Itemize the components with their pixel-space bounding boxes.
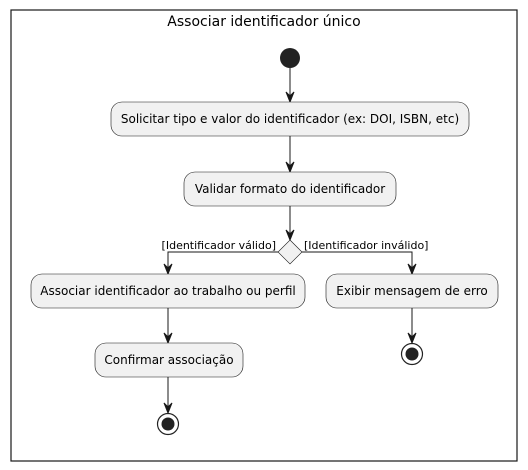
edge-decision-error — [302, 251, 413, 268]
action-error: Exibir mensagem de erro — [325, 273, 499, 309]
arrowhead — [163, 402, 173, 415]
action-request: Solicitar tipo e valor do identificador … — [110, 101, 470, 137]
arrowhead — [163, 263, 173, 276]
action-confirm: Confirmar associação — [94, 342, 244, 378]
arrowhead — [407, 332, 417, 345]
arrowhead — [407, 263, 417, 276]
end-node-right — [400, 342, 424, 366]
arrowhead — [285, 229, 295, 242]
action-request-label: Solicitar tipo e valor do identificador … — [121, 112, 459, 126]
arrowhead — [285, 161, 295, 174]
action-validate-label: Validar formato do identificador — [195, 182, 385, 196]
guard-invalid: [Identificador inválido] — [304, 239, 428, 252]
diagram-frame — [10, 9, 518, 462]
arrowhead — [285, 91, 295, 104]
guard-valid: [Identificador válido] — [162, 239, 276, 252]
action-associate: Associar identificador ao trabalho ou pe… — [30, 273, 306, 309]
decision-node — [277, 239, 303, 265]
action-error-label: Exibir mensagem de erro — [336, 284, 487, 298]
action-associate-label: Associar identificador ao trabalho ou pe… — [40, 284, 295, 298]
start-node — [280, 48, 300, 68]
end-node-left — [156, 412, 180, 436]
arrowhead — [163, 332, 173, 345]
diagram-title: Associar identificador único — [167, 14, 360, 30]
action-validate: Validar formato do identificador — [183, 171, 397, 207]
action-confirm-label: Confirmar associação — [104, 353, 233, 367]
edge-decision-associate — [167, 251, 278, 268]
